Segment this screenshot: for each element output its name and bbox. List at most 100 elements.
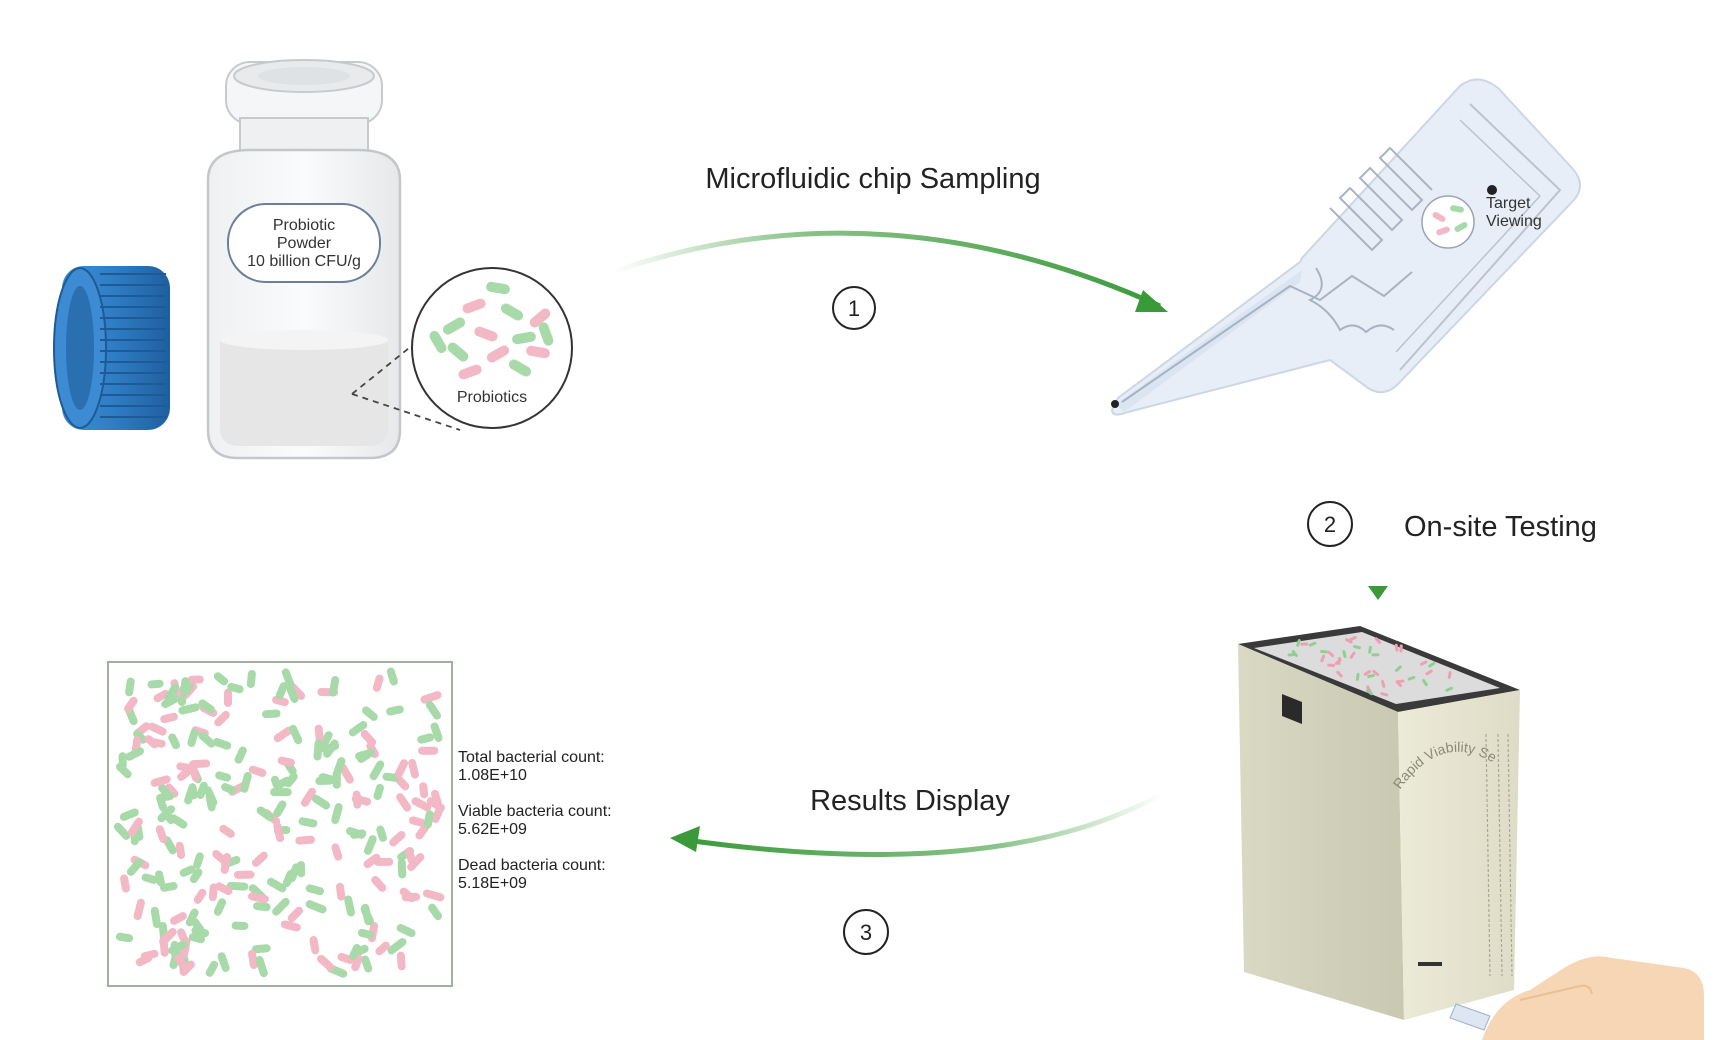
result-bacterium [153, 689, 170, 703]
result-bacterium [311, 794, 331, 810]
step-3-label: Results Display [810, 785, 1010, 817]
result-bacterium [286, 685, 299, 703]
result-bacterium [196, 781, 208, 800]
probiotic-bacterium [526, 345, 550, 359]
result-bacterium [155, 825, 168, 844]
screen-bacterium [1447, 671, 1452, 680]
result-bacterium [150, 775, 171, 787]
result-bacterium [313, 739, 323, 761]
probiotic-vial: Probiotic Powder 10 billion CFU/g [206, 59, 402, 460]
result-bacterium [217, 952, 230, 972]
result-bacterium [309, 936, 320, 955]
probiotic-bacterium [458, 364, 482, 380]
step-1-arrow [611, 230, 1168, 312]
device-side-text-line [1485, 733, 1491, 977]
result-bacterium [248, 892, 269, 904]
result-bacterium [226, 881, 249, 891]
result-bacterium [273, 726, 293, 743]
result-bacterium [179, 865, 196, 877]
result-bacterium [396, 793, 412, 812]
probiotics-zoom-label: Probiotics [457, 389, 527, 406]
result-bacterium [396, 924, 416, 938]
result-bacterium [253, 902, 271, 912]
result-bacterium [357, 928, 374, 939]
result-bacterium [401, 892, 421, 902]
result-bacterium [159, 935, 169, 957]
result-bacterium [148, 722, 167, 736]
result-bacterium [233, 870, 255, 879]
result-bacterium [396, 951, 406, 971]
probiotic-bacterium [512, 331, 536, 345]
result-bacterium [157, 792, 174, 802]
result-bacterium [185, 908, 199, 927]
result-bacterium [420, 691, 442, 704]
result-bacterium [371, 875, 387, 892]
probiotic-bacterium [538, 322, 554, 346]
probiotic-bacterium [529, 308, 551, 328]
result-bacterium [191, 918, 205, 934]
probiotic-bacterium [508, 359, 532, 377]
result-bacterium [376, 825, 387, 842]
result-bacterium [275, 682, 288, 700]
step-3-badge: 3 [843, 909, 889, 955]
screen-bacterium [1363, 670, 1371, 676]
zoom-connector-lines [351, 343, 461, 431]
result-bacterium [407, 853, 425, 871]
result-bacterium [411, 797, 432, 812]
screen-bacterium [1372, 669, 1380, 677]
screen-bacterium [1428, 661, 1436, 668]
result-bacterium [169, 912, 187, 925]
result-bacterium [212, 849, 227, 864]
step-1-label: Microfluidic chip Sampling [705, 163, 1040, 195]
chip-target-line2: Viewing [1486, 213, 1542, 230]
results-counts: Total bacterial count: 1.08E+10 Viable b… [458, 749, 612, 892]
result-bacterium [177, 928, 189, 945]
result-bacterium [357, 748, 375, 763]
hand-illustration [1449, 956, 1704, 1040]
results-microscopy-panel [107, 661, 453, 987]
result-bacterium [214, 710, 230, 727]
result-bacterium [227, 682, 244, 694]
result-bacterium [255, 956, 268, 978]
screen-bacterium [1334, 658, 1342, 665]
result-bacterium [361, 955, 373, 973]
vial-label-line1: Probiotic [273, 217, 335, 234]
result-bacterium [203, 786, 218, 807]
result-bacterium [126, 858, 144, 876]
total-count-value: 1.08E+10 [458, 767, 527, 784]
result-bacterium [281, 668, 295, 689]
svg-text:1: 1 [848, 296, 860, 321]
screen-bacterium [1395, 680, 1403, 688]
result-bacterium [141, 873, 159, 884]
result-bacterium [125, 677, 135, 697]
result-bacterium [150, 906, 161, 929]
result-bacterium [329, 676, 340, 697]
result-bacterium [360, 905, 374, 926]
result-bacterium [373, 783, 384, 800]
result-bacterium [175, 841, 186, 859]
result-bacterium [331, 803, 343, 825]
step-2-label: On-site Testing [1404, 511, 1597, 543]
screen-bacterium [1320, 654, 1326, 663]
result-bacterium [430, 789, 444, 812]
result-bacterium [345, 827, 366, 839]
result-bacterium [344, 895, 355, 917]
screen-bacterium [1399, 644, 1403, 653]
result-bacterium [168, 733, 181, 750]
screen-bacterium [1367, 673, 1376, 679]
step-1-badge: 1 [832, 286, 876, 330]
result-bacterium [315, 776, 335, 786]
result-bacterium [394, 759, 409, 779]
dead-count-label: Dead bacteria count: [458, 857, 606, 874]
svg-text:3: 3 [860, 920, 872, 945]
screen-bacterium [1327, 650, 1335, 658]
result-bacterium [256, 806, 275, 822]
result-bacterium [198, 699, 215, 714]
result-bacterium [336, 882, 346, 901]
result-bacterium [273, 822, 285, 843]
result-bacterium [231, 921, 249, 930]
result-bacterium [147, 679, 164, 689]
result-bacterium [219, 824, 235, 838]
result-bacterium [389, 830, 406, 847]
